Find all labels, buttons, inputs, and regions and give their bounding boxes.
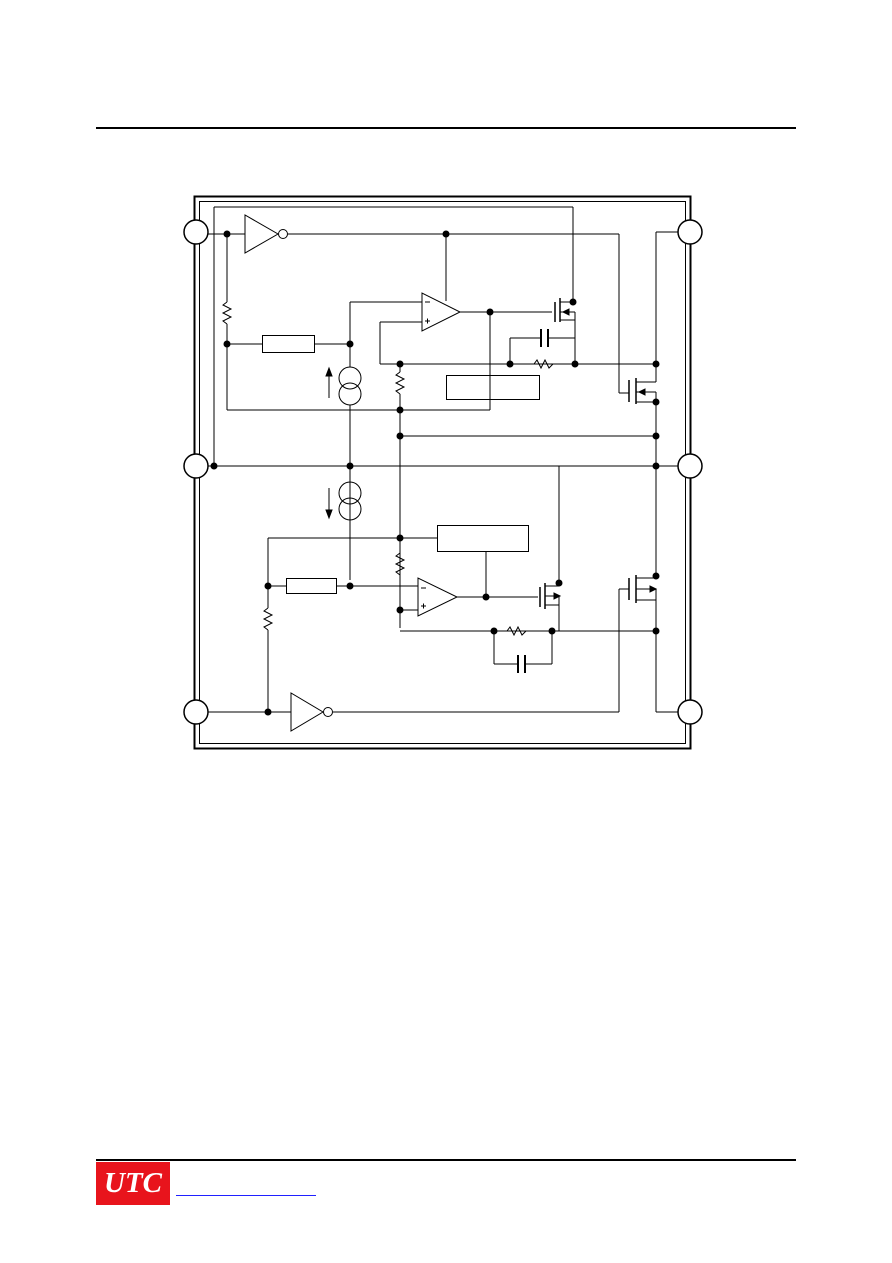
opamp-bottom bbox=[417, 577, 459, 617]
package-outline-inner bbox=[199, 201, 686, 744]
junction-dots bbox=[210, 230, 660, 716]
resistor-r1 bbox=[221, 301, 233, 325]
pin-mid-right bbox=[677, 453, 703, 479]
current-source-top-b bbox=[338, 382, 362, 406]
inverter-top bbox=[244, 214, 280, 254]
resistor-r5 bbox=[394, 552, 406, 576]
block-top-large bbox=[446, 375, 540, 400]
footer-link[interactable] bbox=[176, 1195, 316, 1196]
pin-mid-left bbox=[183, 453, 209, 479]
current-source-top-a bbox=[338, 366, 362, 390]
block-top-small bbox=[262, 335, 315, 353]
header-rule bbox=[96, 127, 796, 129]
logo-text: UTC bbox=[104, 1167, 162, 1199]
pin-top-right bbox=[677, 219, 703, 245]
pin-bottom-left bbox=[183, 699, 209, 725]
pin-bottom-right bbox=[677, 699, 703, 725]
inverter-bottom bbox=[290, 692, 324, 732]
resistor-r2 bbox=[533, 358, 554, 370]
package-outline-outer bbox=[193, 195, 692, 750]
utc-logo: UTC bbox=[96, 1162, 170, 1205]
current-source-bottom-b bbox=[338, 497, 362, 521]
footer-rule bbox=[96, 1159, 796, 1161]
resistor-r6 bbox=[506, 625, 527, 637]
current-source-bottom-a bbox=[338, 481, 362, 505]
block-bottom-large bbox=[437, 525, 529, 552]
pin-top-left bbox=[183, 219, 209, 245]
resistor-r3 bbox=[394, 371, 406, 395]
inverter-bottom-bubble bbox=[323, 707, 333, 717]
opamp-top bbox=[421, 292, 462, 332]
inverter-top-bubble bbox=[278, 229, 288, 239]
block-bottom-small bbox=[286, 578, 337, 594]
resistor-r4 bbox=[262, 607, 274, 631]
